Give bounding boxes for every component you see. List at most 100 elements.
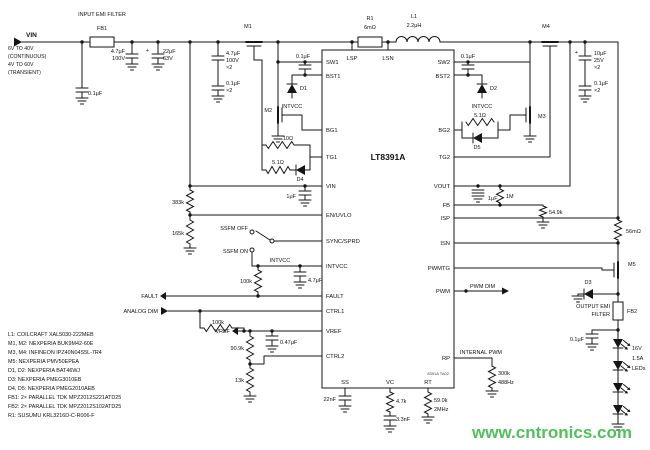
pin-tg1: TG1 [326, 155, 337, 161]
pin-lsn: LSN [382, 56, 393, 62]
legend-line: L1: COILCRAFT XAL5030-222MEB [8, 332, 94, 338]
pin-ctrl2: CTRL2 [326, 354, 344, 360]
ferrite-bead-fb2 [612, 301, 624, 321]
wire-left-bridge [253, 41, 389, 171]
fb1-label: FB1 [97, 26, 107, 32]
r13k-label: 13k [235, 378, 244, 384]
sense-resistor-r1 [357, 36, 383, 48]
input-emi-title: INPUT EMI FILTER [78, 12, 126, 18]
pin-rt: RT [424, 380, 432, 386]
r165-label: 165k [172, 231, 184, 237]
c-22u-label: 22μF [163, 49, 176, 55]
rvc-label: 4.7k [396, 399, 407, 405]
output-cap-labels: + 10μF 25V ×2 0.1μF ×2 [575, 50, 609, 94]
r1m-label: 1M [506, 194, 514, 200]
resistor-100k-ctrl [203, 323, 233, 333]
led-1 [612, 338, 631, 350]
c-grp-100v: 100V [226, 58, 239, 64]
cemi-label: 0.1μF [570, 337, 585, 343]
d3-label: D3 [584, 280, 591, 286]
pin-tg2: TG2 [439, 155, 450, 161]
m2-label: M2 [264, 108, 272, 114]
pin-fb: FB [443, 203, 451, 209]
r549-label: 54.9k [549, 210, 563, 216]
pwm-dim-label: PWM DIM [470, 284, 495, 290]
fb2-label: FB2 [627, 309, 637, 315]
resistor-1m [495, 188, 505, 204]
resistor-4p7k [385, 391, 395, 413]
d4-label: D4 [296, 177, 303, 183]
pin-bg1: BG1 [326, 128, 338, 134]
cvref-label: 0.47μF [280, 340, 298, 346]
r51-left-label: 5.1Ω [272, 160, 284, 166]
pin-lsp: LSP [347, 56, 358, 62]
ic-pin-labels: SW1 LSP LSN SW2 BST1 BST2 BG1 BG2 TG1 TG… [326, 56, 450, 386]
pin-sw1: SW1 [326, 60, 339, 66]
analog-dim-label: ANALOG DIM [123, 309, 158, 315]
resistors [185, 117, 623, 415]
c-grp-x2: ×2 [226, 65, 232, 71]
pin-vin: VIN [326, 184, 336, 190]
pin-bg2: BG2 [438, 128, 450, 134]
ic-body [321, 49, 455, 389]
resistor-100k-pullup [253, 269, 263, 293]
cbst2-label: 0.1μF [461, 54, 476, 60]
net-flags [14, 37, 509, 335]
d1-label: D1 [300, 86, 307, 92]
pin-isp: ISP [441, 216, 450, 222]
r909-label: 90.9k [231, 346, 245, 352]
pin-bst1: BST1 [326, 74, 341, 80]
vin-range-4: (TRANSIENT) [8, 70, 41, 76]
pin-vref: VREF [326, 329, 342, 335]
out-x2b: ×2 [594, 88, 600, 94]
ssfm-on-label: SSFM ON [223, 249, 248, 255]
led-label-3: LEDs [632, 366, 646, 372]
pin-en: EN/UVLO [326, 213, 352, 219]
m5-label: M5 [628, 262, 636, 268]
vin-range-3: 4V TO 60V [8, 62, 34, 68]
vref-flag [232, 327, 238, 335]
resistor-165k [185, 219, 195, 245]
resistor-5p1-right [465, 117, 495, 127]
diode-d1 [286, 83, 298, 94]
input-labels: VIN 6V TO 40V (CONTINUOUS) 4V TO 60V (TR… [8, 12, 241, 97]
out-x2a: ×2 [594, 65, 600, 71]
output-emi-label-1: OUTPUT EMI [576, 304, 610, 310]
diode-d2 [476, 83, 488, 94]
out-10uf: 10μF [594, 51, 607, 57]
r300k-freq-label: 488Hz [498, 380, 514, 386]
rrt-freq-label: 2MHz [434, 407, 449, 413]
legend-line: R1: SUSUMU KRL3216D-C-R006-F [8, 413, 95, 419]
analog-dim-flag [161, 307, 168, 315]
pin-sw2: SW2 [437, 60, 450, 66]
bottom-labels: 22nF 4.7k 3.3nF 59.0k 2MHz [323, 397, 448, 423]
rsense-label: 56mΩ [626, 229, 641, 235]
inductor-l1 [395, 36, 441, 43]
pin-vout: VOUT [434, 184, 451, 190]
resistor-383k [185, 189, 195, 213]
led-3 [612, 382, 631, 394]
vin-label: VIN [26, 32, 37, 39]
resistor-5p1-left [265, 165, 291, 175]
power-labels: M1 M4 R1 6mΩ L1 2.2μH 0.1μF 0.1μF D1 D2 … [244, 14, 550, 183]
pin-fault: FAULT [326, 294, 344, 300]
l1-value: 2.2μH [407, 23, 422, 29]
pin-isn: ISN [440, 241, 450, 247]
c-22u-v-label: 63V [163, 56, 173, 62]
ic-part-number: LT8391A [371, 152, 406, 162]
ic-figure-note: 8391A TA02 [427, 371, 449, 376]
resistor-90p9k [245, 335, 255, 361]
c-grp-01u-x2: ×2 [226, 88, 232, 94]
vin-range-2: (CONTINUOUS) [8, 54, 47, 60]
cap-plates [75, 53, 599, 421]
vin-flag [14, 37, 22, 47]
pin-pwmtg: PWMTG [428, 266, 451, 272]
l1-label: L1 [411, 14, 417, 20]
fault-flag [160, 292, 166, 300]
led-label-1: 16V [632, 346, 642, 352]
d2-label: D2 [490, 86, 497, 92]
c-grp-01u: 0.1μF [226, 81, 241, 87]
legend-line: D3: NEXPERIA PMEG3010EB [8, 377, 82, 383]
fault-net-label: FAULT [141, 294, 158, 300]
